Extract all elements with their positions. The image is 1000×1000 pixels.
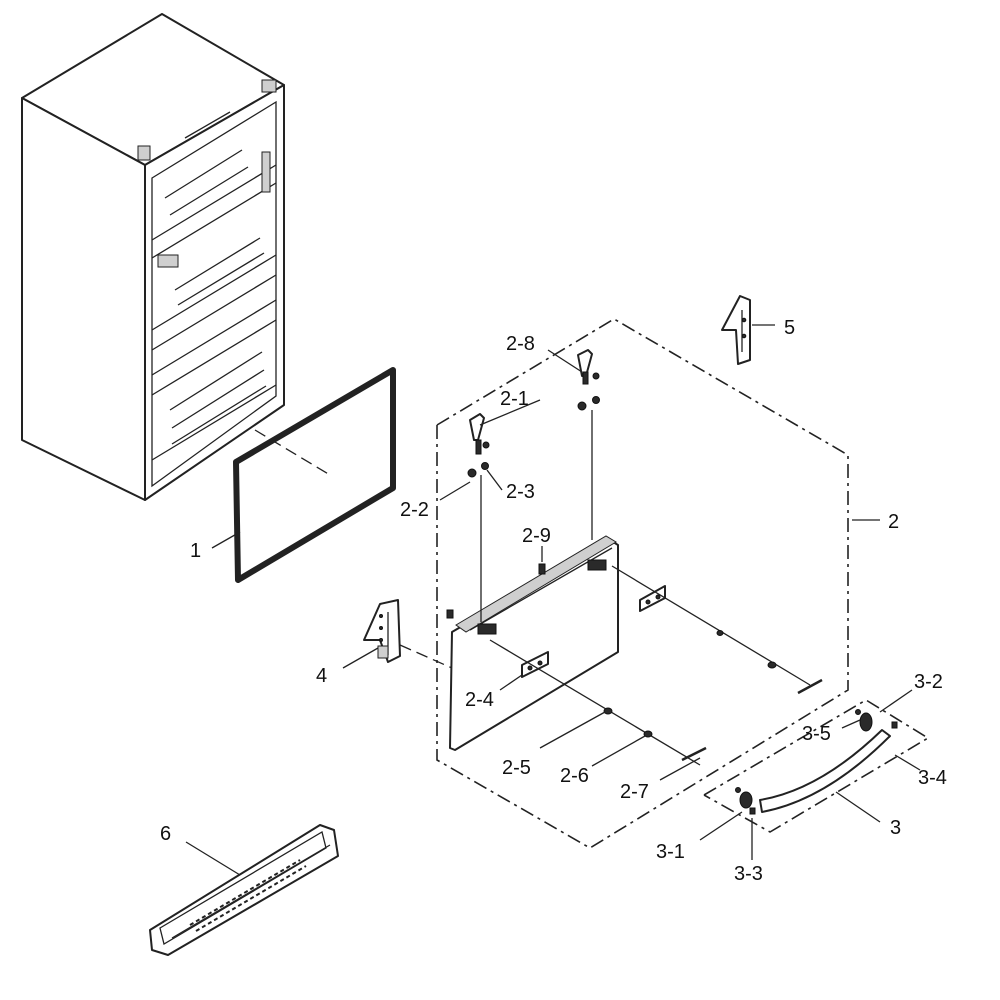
refrigerator-cabinet xyxy=(21,13,285,501)
leader-lines xyxy=(185,324,921,876)
label-2-2: 2-2 xyxy=(400,499,429,521)
door-panel xyxy=(449,535,823,766)
label-2-4: 2-4 xyxy=(465,689,494,711)
door-assembly-outline xyxy=(436,318,849,849)
label-2-3: 2-3 xyxy=(506,481,535,503)
label-3-1: 3-1 xyxy=(656,841,685,863)
label-2-5: 2-5 xyxy=(502,757,531,779)
upper-hinge xyxy=(721,295,751,365)
label-3-3: 3-3 xyxy=(734,863,763,885)
label-3-5: 3-5 xyxy=(802,723,831,745)
label-6: 6 xyxy=(160,823,171,845)
door-gasket xyxy=(233,367,396,583)
label-3: 3 xyxy=(890,817,901,839)
label-3-2: 3-2 xyxy=(914,671,943,693)
label-2-8: 2-8 xyxy=(506,333,535,355)
label-5: 5 xyxy=(784,317,795,339)
hinge-hardware xyxy=(446,349,600,622)
label-2: 2 xyxy=(888,511,899,533)
label-2-1: 2-1 xyxy=(500,388,529,410)
bin-pattern xyxy=(189,859,307,932)
callout-labels: 1 2 2-1 2-2 2-3 2-4 2-5 2-6 2-7 2-8 2-9 … xyxy=(160,317,947,885)
label-1: 1 xyxy=(190,540,201,562)
cabinet-shelves xyxy=(151,149,277,461)
label-2-7: 2-7 xyxy=(620,781,649,803)
door-handle xyxy=(703,699,930,833)
label-2-9: 2-9 xyxy=(522,525,551,547)
label-2-6: 2-6 xyxy=(560,765,589,787)
label-3-4: 3-4 xyxy=(918,767,947,789)
label-4: 4 xyxy=(316,665,327,687)
lower-hinge xyxy=(363,599,453,669)
door-bin xyxy=(149,824,339,956)
